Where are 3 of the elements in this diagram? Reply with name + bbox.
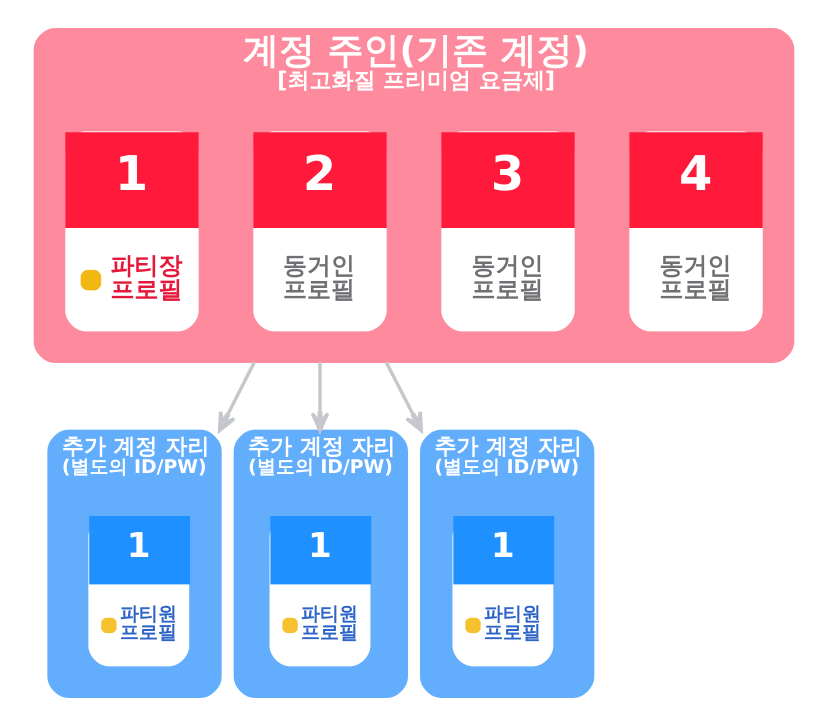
arrow [384,361,423,432]
arrow [310,362,330,432]
arrow [218,361,256,432]
